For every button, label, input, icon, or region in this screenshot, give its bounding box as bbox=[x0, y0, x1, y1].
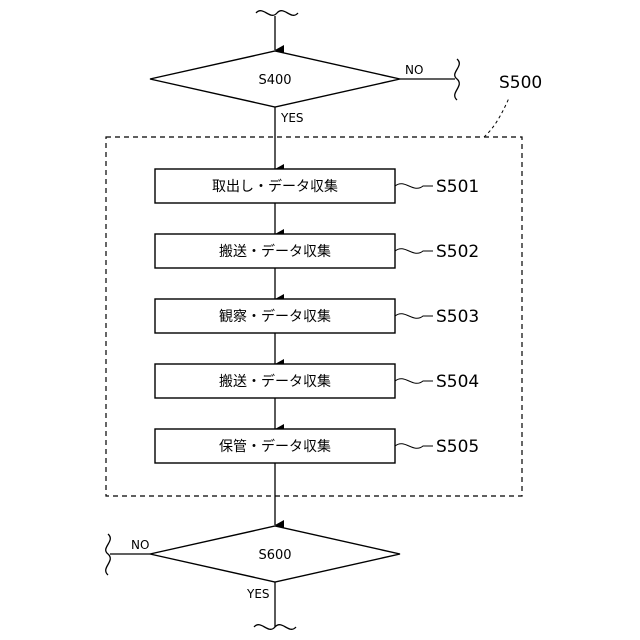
step-s501-leader bbox=[395, 184, 433, 189]
step-s505-label: 保管・データ収集 bbox=[219, 438, 331, 455]
step-s503-leader bbox=[395, 314, 433, 319]
step-s504-id: S504 bbox=[436, 372, 479, 392]
step-s505-id: S505 bbox=[436, 437, 479, 457]
decision-s600-yes-label: YES bbox=[246, 587, 270, 601]
decision-s400-yes-label: YES bbox=[280, 111, 304, 125]
top-break-mark bbox=[256, 11, 298, 16]
s600-no-break-mark bbox=[106, 534, 111, 575]
decision-s400-label: S400 bbox=[258, 73, 291, 88]
decision-s600-no-label: NO bbox=[131, 538, 149, 552]
decision-s400-no-label: NO bbox=[405, 63, 423, 77]
step-s501-id: S501 bbox=[436, 177, 479, 197]
step-s501-label: 取出し・データ収集 bbox=[212, 178, 338, 195]
step-s503-id: S503 bbox=[436, 307, 479, 327]
decision-s600-label: S600 bbox=[258, 548, 291, 563]
step-s504-label: 搬送・データ収集 bbox=[219, 373, 331, 390]
group-s500-label: S500 bbox=[499, 73, 542, 93]
step-s502-leader bbox=[395, 249, 433, 254]
step-s504-leader bbox=[395, 379, 433, 384]
step-s502-id: S502 bbox=[436, 242, 479, 262]
step-s505-leader bbox=[395, 444, 433, 449]
group-s500-leader bbox=[484, 98, 509, 137]
s400-no-break-mark bbox=[455, 59, 460, 100]
step-s502-label: 搬送・データ収集 bbox=[219, 243, 331, 260]
step-s503-label: 観察・データ収集 bbox=[219, 308, 331, 325]
